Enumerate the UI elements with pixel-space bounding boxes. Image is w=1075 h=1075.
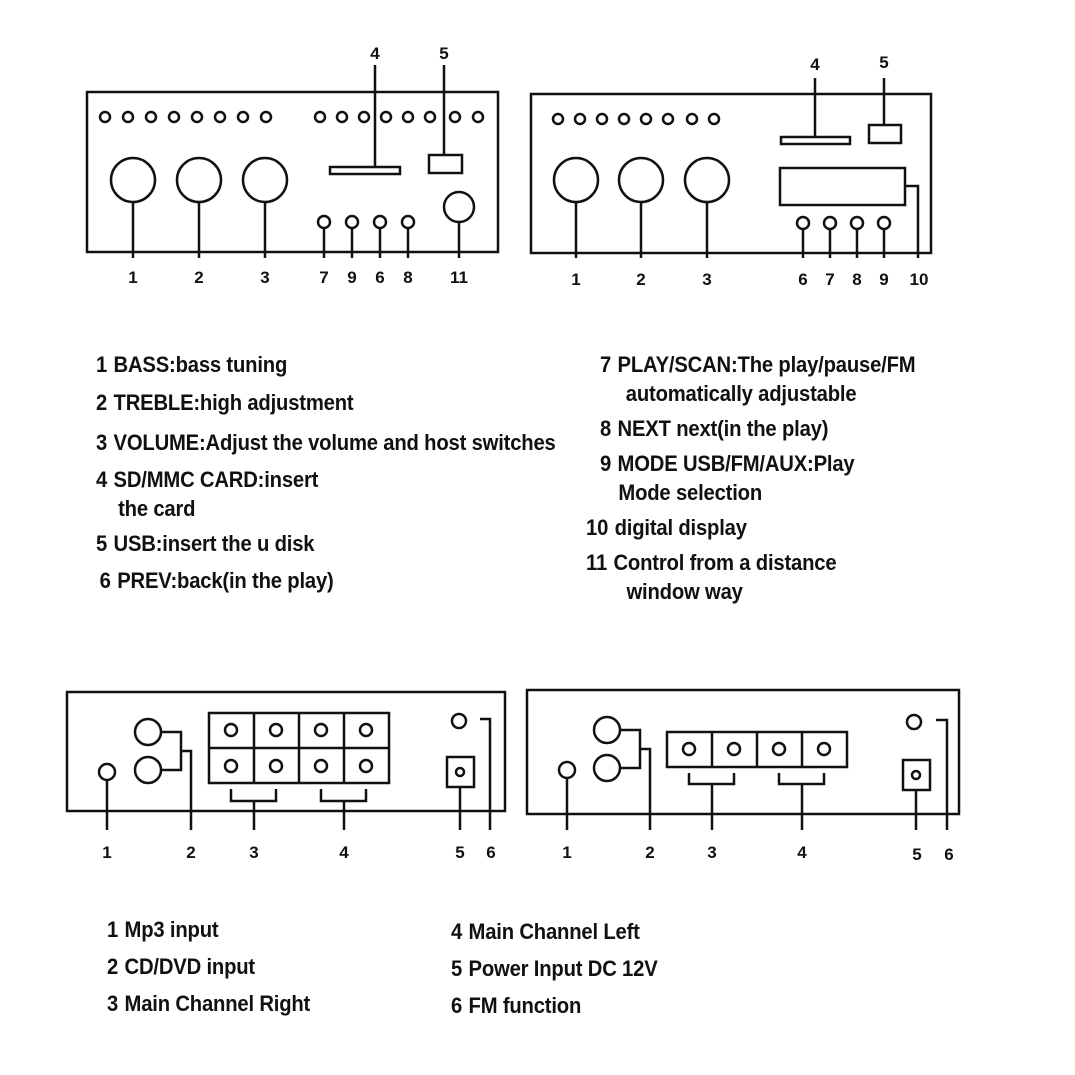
rear-callout-3: 3 [249,843,258,862]
rear-panel-b-diagram [525,688,961,830]
play-button [316,214,332,230]
callout-3: 3 [260,268,269,287]
fm-antenna-jack-b [905,713,923,731]
treble-knob [175,156,223,204]
mode-button-b [876,215,892,231]
volume-knob [241,156,289,204]
callout-7: 7 [319,268,328,287]
usb-port [427,153,464,175]
next-button [400,214,416,230]
callout-b-5: 5 [879,53,888,72]
sd-card-slot [328,165,402,176]
rear-callout-1: 1 [102,843,111,862]
prev-button [372,214,388,230]
rear-callout-b-5: 5 [912,845,921,864]
treble-knob-b [617,156,665,204]
mp3-input-jack [97,762,117,782]
dc-power-input-b [901,758,932,792]
cd-dvd-input-jack-upper-b [592,715,622,745]
callout-b-6: 6 [798,270,807,289]
mp3-input-jack-b [557,760,577,780]
front-panel-a-outline [85,90,500,254]
callout-b-3: 3 [702,270,711,289]
callout-2: 2 [194,268,203,287]
callout-1: 1 [128,268,137,287]
rear-callout-b-6: 6 [944,845,953,864]
rear-callout-6: 6 [486,843,495,862]
digital-display [778,166,907,207]
bass-knob [109,156,157,204]
callout-6: 6 [375,268,384,287]
callout-11: 11 [450,268,468,287]
callout-b-2: 2 [636,270,645,289]
callout-5: 5 [439,44,448,63]
volume-knob-b [683,156,731,204]
rear-callout-b-2: 2 [645,843,654,862]
next-button-b [849,215,865,231]
callout-b-4: 4 [810,55,820,74]
callout-b-8: 8 [852,270,861,289]
mode-button [344,214,360,230]
callout-4: 4 [370,44,380,63]
rear-callout-2: 2 [186,843,195,862]
front-panel-a-led-row-left [98,110,273,124]
rear-callout-4: 4 [339,843,349,862]
callout-b-10: 10 [910,270,929,289]
cd-dvd-input-jack-lower [133,755,163,785]
sd-card-slot-b [779,135,852,146]
callout-9: 9 [347,268,356,287]
rear-panel-a-diagram [65,690,507,830]
callout-b-9: 9 [879,270,888,289]
front-panel-b-led-row [551,112,721,126]
rear-callout-5: 5 [455,843,464,862]
bass-knob-b [552,156,600,204]
dc-power-input [445,755,476,789]
play-button-b [822,215,838,231]
rear-callout-b-3: 3 [707,843,716,862]
rear-panel-a-outline [65,690,507,813]
front-panel-b-diagram [529,78,933,258]
callout-8: 8 [403,268,412,287]
usb-port-b [867,123,903,145]
callout-b-1: 1 [571,270,580,289]
front-panel-a-led-row-right [313,110,485,124]
cd-dvd-input-jack-upper [133,717,163,747]
prev-button-b [795,215,811,231]
rear-panel-b-outline [525,688,961,816]
rear-callout-b-4: 4 [797,843,807,862]
remote-ir-window [442,190,476,224]
cd-dvd-input-jack-lower-b [592,753,622,783]
callout-b-7: 7 [825,270,834,289]
rear-callout-b-1: 1 [562,843,571,862]
fm-antenna-jack [450,712,468,730]
front-panel-b-outline [529,92,933,255]
